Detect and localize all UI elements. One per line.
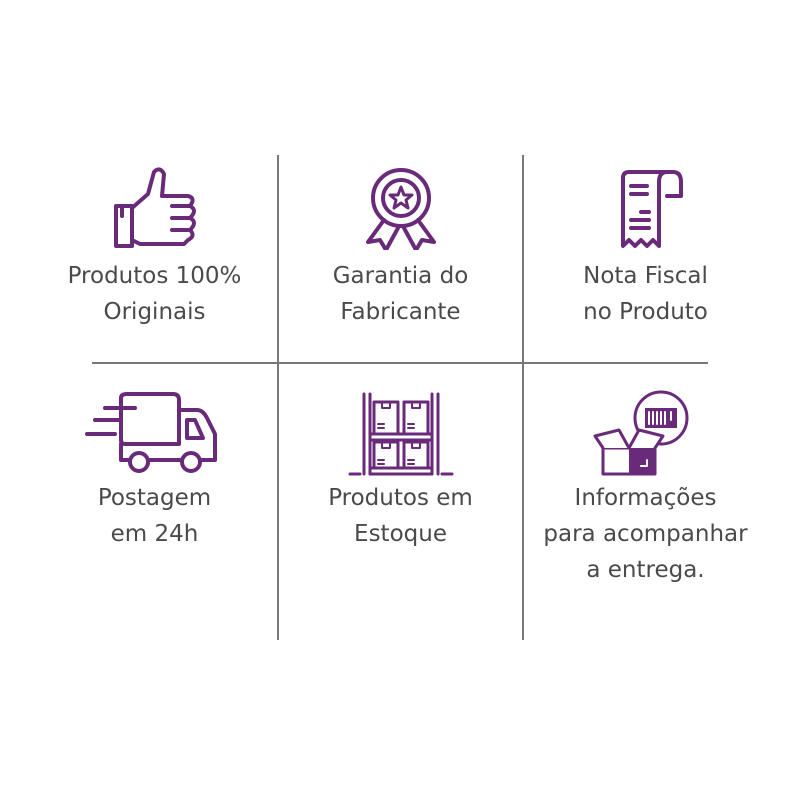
thumbs-up-icon — [113, 167, 196, 248]
feature-shipping-24h: Postagem em 24h — [32, 390, 277, 552]
delivery-truck-icon — [84, 392, 217, 473]
feature-label-line: Postagem — [97, 485, 212, 511]
feature-original-products: Produtos 100% Originais — [32, 166, 277, 330]
feature-label: Informações para acompanhar a entrega. — [523, 480, 768, 588]
divider-vertical-left — [277, 155, 279, 640]
feature-label-line: a entrega. — [586, 557, 705, 583]
package-tracking-icon — [593, 390, 688, 476]
feature-label: Produtos 100% Originais — [32, 258, 277, 330]
feature-label-line: Informações — [574, 485, 717, 511]
feature-label: Produtos em Estoque — [278, 480, 523, 552]
feature-label-line: no Produto — [583, 299, 708, 325]
divider-vertical-right — [522, 155, 524, 640]
feature-label-line: Produtos em — [328, 485, 473, 511]
feature-in-stock: Produtos em Estoque — [278, 390, 523, 552]
receipt-icon — [620, 170, 683, 248]
feature-label: Garantia do Fabricante — [278, 258, 523, 330]
feature-label: Postagem em 24h — [32, 480, 277, 552]
feature-label-line: Originais — [103, 299, 206, 325]
award-ribbon-icon — [365, 168, 436, 250]
divider-horizontal — [92, 362, 708, 364]
warehouse-shelf-icon — [348, 392, 453, 476]
feature-delivery-tracking: Informações para acompanhar a entrega. — [523, 390, 768, 588]
feature-label: Nota Fiscal no Produto — [523, 258, 768, 330]
feature-label-line: Fabricante — [340, 299, 461, 325]
feature-label-line: em 24h — [110, 521, 199, 547]
feature-manufacturer-warranty: Garantia do Fabricante — [278, 166, 523, 330]
feature-label-line: Estoque — [354, 521, 447, 547]
feature-label-line: para acompanhar — [543, 521, 748, 547]
feature-invoice: Nota Fiscal no Produto — [523, 166, 768, 330]
feature-label-line: Produtos 100% — [67, 263, 242, 289]
feature-label-line: Nota Fiscal — [583, 263, 708, 289]
feature-label-line: Garantia do — [332, 263, 469, 289]
